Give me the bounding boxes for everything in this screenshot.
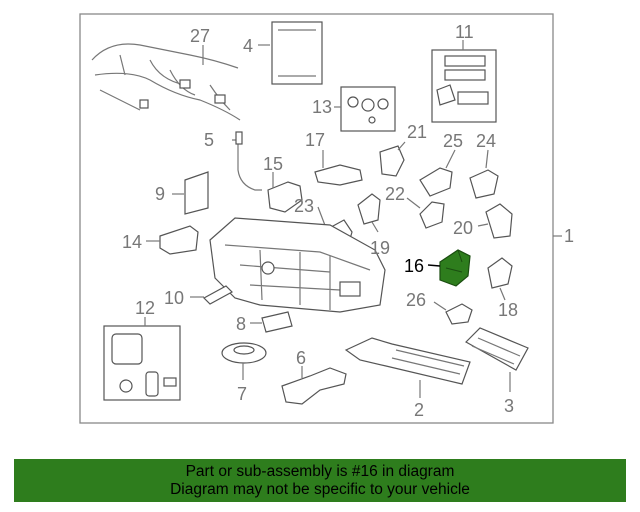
part-24-actuator[interactable] — [469, 149, 499, 199]
part-11-filter-kit[interactable] — [431, 40, 497, 123]
part-9-filter[interactable] — [172, 171, 209, 215]
part-27-wiring-harness[interactable] — [91, 43, 241, 121]
part-13-seal-kit[interactable] — [334, 86, 396, 132]
part-19-actuator[interactable] — [357, 193, 381, 233]
part-17-actuator[interactable] — [314, 150, 363, 186]
part-18-actuator[interactable] — [487, 257, 513, 301]
part-14-actuator[interactable] — [146, 225, 199, 255]
hvac-housing[interactable] — [209, 217, 386, 313]
part-20-actuator[interactable] — [477, 203, 513, 239]
part-2-heater-core[interactable] — [344, 337, 471, 398]
parts-diagram — [79, 13, 562, 424]
part-10-seal[interactable] — [190, 285, 233, 305]
part-3-evaporator[interactable] — [465, 327, 529, 392]
part-5-sensor[interactable] — [232, 131, 262, 191]
part-15-actuator[interactable] — [267, 172, 303, 213]
banner-line-1: Part or sub-assembly is #16 in diagram — [185, 462, 455, 480]
part-7-blower-motor[interactable] — [221, 342, 267, 380]
part-16-actuator-highlighted[interactable] — [427, 249, 471, 287]
info-banner: Part or sub-assembly is #16 in diagram D… — [14, 459, 626, 502]
part-6-duct[interactable] — [281, 366, 347, 405]
diagram-frame — [79, 13, 554, 424]
part-8-panel[interactable] — [250, 311, 293, 333]
part-22-actuator[interactable] — [406, 197, 445, 229]
part-26-actuator[interactable] — [433, 301, 473, 325]
banner-line-2: Diagram may not be specific to your vehi… — [170, 480, 470, 498]
part-12-blower-kit[interactable] — [103, 317, 181, 401]
part-4-heater-core[interactable] — [258, 21, 323, 85]
part-21-actuator[interactable] — [379, 141, 406, 177]
part-25-actuator[interactable] — [419, 149, 456, 197]
